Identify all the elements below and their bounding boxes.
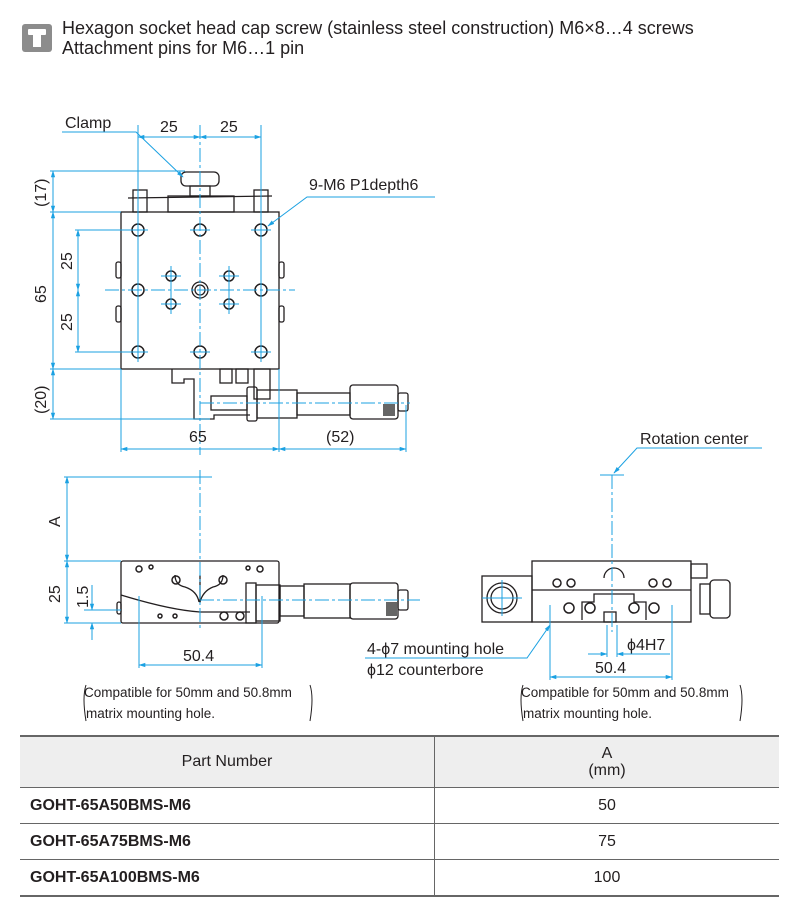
knurl-mark-side	[386, 602, 397, 616]
dim-top-left-25: 25	[160, 119, 178, 136]
knurl-mark	[383, 404, 395, 416]
dim-20: (20)	[33, 386, 50, 414]
dim-65-horizontal: 65	[189, 429, 207, 446]
dimension-lines-side	[64, 470, 420, 668]
part-number-table: Part Number A (mm) GOHT-65A50BMS-M6 50 G…	[20, 735, 779, 897]
header-part-number: Part Number	[20, 735, 435, 788]
dim-top-right-25: 25	[220, 119, 238, 136]
compat-bracket-side	[83, 684, 313, 722]
dim-25-lower: 25	[59, 313, 76, 331]
table-row: GOHT-65A50BMS-M6 50	[20, 787, 779, 824]
side-holes	[135, 564, 264, 621]
a-value-cell: 75	[434, 823, 779, 860]
part-number-cell: GOHT-65A100BMS-M6	[20, 859, 435, 897]
compat-note-front-line1: Compatible for 50mm and 50.8mm	[521, 685, 729, 700]
a-value-cell: 100	[434, 859, 779, 897]
dim-52: (52)	[326, 429, 354, 446]
front-holes	[552, 578, 672, 614]
stage-body-top	[115, 171, 409, 422]
compat-bracket-front	[520, 684, 743, 722]
part-number-cell: GOHT-65A50BMS-M6	[20, 787, 435, 824]
top-view: Clamp 9-M6 P1depth6 25 25 (17) 65 25 25 …	[33, 115, 435, 455]
a-value-cell: 50	[434, 787, 779, 824]
header-a-unit: (mm)	[588, 762, 626, 779]
part-number-cell: GOHT-65A75BMS-M6	[20, 823, 435, 860]
clamp-label: Clamp	[65, 115, 111, 132]
dim-A: A	[47, 516, 64, 527]
hole-spec-label: 9-M6 P1depth6	[309, 177, 419, 194]
table-row: GOHT-65A100BMS-M6 100	[20, 859, 779, 897]
front-view: Rotation center 4-ϕ7 mounting hole ϕ12 c…	[365, 431, 762, 722]
dim-25-height: 25	[47, 585, 64, 603]
accessories-note: Hexagon socket head cap screw (stainless…	[22, 18, 694, 58]
dim-50-4-side: 50.4	[183, 648, 214, 665]
dim-25-upper: 25	[59, 252, 76, 270]
dim-50-4-front: 50.4	[595, 660, 626, 677]
compat-note-side-line1: Compatible for 50mm and 50.8mm	[84, 685, 292, 700]
accessory-line-screws: Hexagon socket head cap screw (stainless…	[62, 18, 694, 38]
accessory-line-pins: Attachment pins for M6…1 pin	[62, 38, 305, 58]
compat-note-front-line2: matrix mounting hole.	[523, 706, 652, 721]
table-row: GOHT-65A75BMS-M6 75	[20, 823, 779, 860]
stage-body-side	[116, 560, 409, 624]
dimension-lines-front	[365, 447, 762, 680]
pin-hole-label: ϕ4H7	[627, 637, 665, 654]
dim-17: (17)	[33, 179, 50, 207]
compat-note-side-line2: matrix mounting hole.	[86, 706, 215, 721]
dim-65-vertical: 65	[33, 285, 50, 303]
technical-drawing: Clamp 9-M6 P1depth6 25 25 (17) 65 25 25 …	[33, 115, 762, 722]
counterbore-label: ϕ12 counterbore	[367, 662, 484, 679]
header-a: A (mm)	[434, 735, 779, 788]
table-header-row: Part Number A (mm)	[20, 735, 779, 788]
rotation-center-label: Rotation center	[640, 431, 749, 448]
header-a-label: A	[601, 745, 613, 762]
stage-body-front	[481, 560, 731, 623]
accessory-screw-icon	[22, 24, 52, 52]
side-view: A 25 1.5 50.4 Compatible for 50mm and 50…	[47, 470, 420, 722]
mounting-hole-label: 4-ϕ7 mounting hole	[367, 641, 504, 658]
dim-1-5: 1.5	[75, 586, 92, 608]
dimension-lines-top	[50, 125, 435, 455]
